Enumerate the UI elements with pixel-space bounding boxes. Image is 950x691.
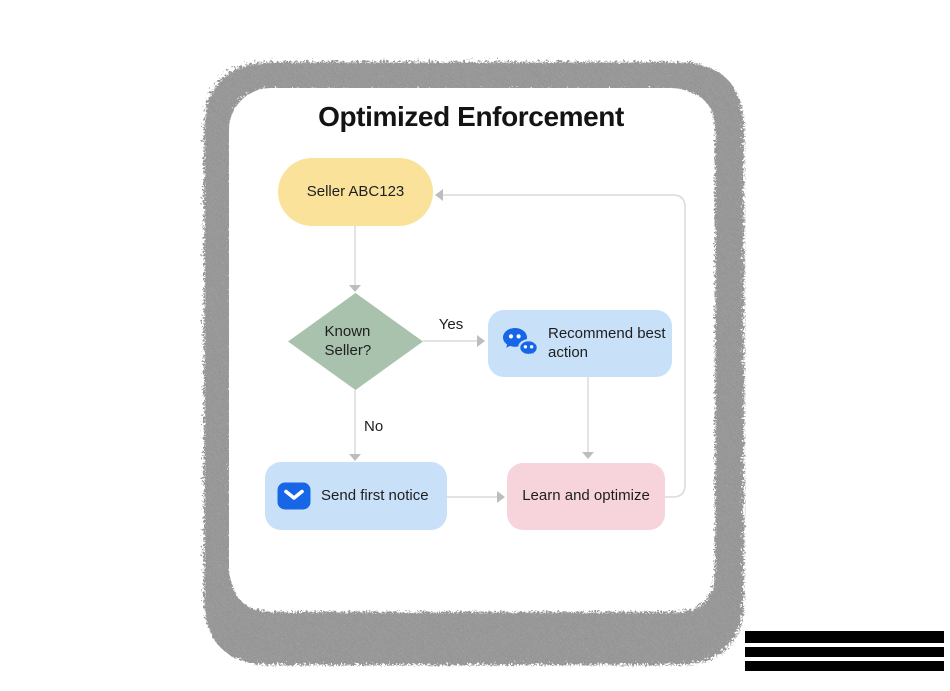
edge-label-yes: Yes: [438, 316, 464, 333]
flowchart-connectors: [349, 189, 686, 503]
black-bar: [745, 647, 944, 657]
node-seller: Seller ABC123: [278, 158, 433, 226]
node-recommend-label: Recommend best action: [548, 324, 666, 361]
node-learn-and-optimize: Learn and optimize: [507, 463, 665, 530]
diagram-title: Optimized Enforcement: [318, 101, 624, 132]
node-learn-label: Learn and optimize: [522, 487, 650, 505]
node-recommend-best-action: Recommend best action: [488, 310, 672, 377]
node-decision-label: Known Seller?: [324, 322, 372, 359]
black-bar: [745, 661, 944, 671]
node-send-first-notice: Send first notice: [265, 462, 447, 530]
diagram-card: Optimized Enforcement Seller ABC1: [229, 88, 713, 610]
black-bar: [745, 631, 944, 643]
node-seller-label: Seller ABC123: [306, 182, 405, 200]
node-send-label: Send first notice: [321, 486, 429, 504]
chat-bubbles-icon: [502, 327, 539, 360]
edge-label-no: No: [364, 418, 384, 435]
envelope-icon: [277, 482, 311, 510]
